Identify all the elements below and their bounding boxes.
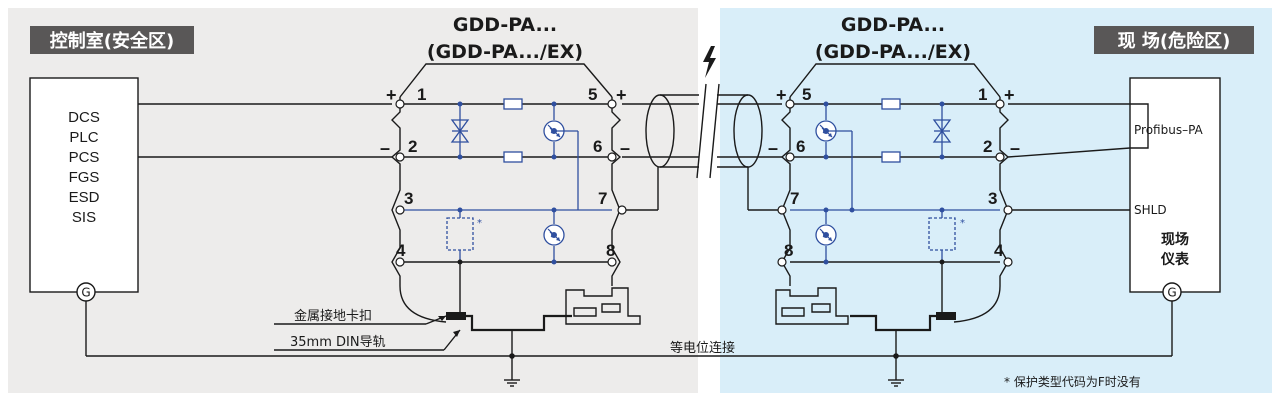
left-plus-out: + (616, 85, 627, 105)
left-terminal-5: 5 (588, 85, 597, 104)
safe-zone-label: 控制室(安全区) (50, 30, 174, 52)
left-module-title: GDD-PA... (453, 14, 557, 36)
control-system-esd: ESD (69, 189, 100, 206)
equipotential-label: 等电位连接 (670, 340, 735, 356)
safe-zone-label-box (30, 26, 194, 54)
field-signal-port (1130, 103, 1149, 149)
left-terminal-3: 3 (404, 189, 413, 208)
right-terminal-8: 8 (784, 241, 793, 260)
control-system-pcs: PCS (69, 149, 100, 166)
right-terminal-7: 7 (790, 189, 799, 208)
field-ground-terminal-label: G (1167, 286, 1176, 300)
left-terminal-8: 8 (606, 241, 615, 260)
field-port-signal-label: Profibus–PA (1134, 123, 1204, 137)
rail-callout (274, 329, 461, 351)
rail-label: 35mm DIN导轨 (290, 335, 386, 350)
left-terminal-7: 7 (598, 189, 607, 208)
shielded-cable (622, 46, 782, 211)
left-terminal-4: 4 (396, 241, 406, 260)
clip-label: 金属接地卡扣 (294, 308, 372, 324)
control-system-fgs: FGS (69, 169, 100, 186)
field-port-shield-label: SHLD (1134, 203, 1167, 217)
field-device-name-line1: 现场 (1161, 232, 1189, 248)
control-system-box (29, 77, 139, 293)
left-module: * 1 2 3 4 5 6 7 8 + – + – (380, 63, 641, 332)
right-terminal-4: 4 (994, 241, 1004, 260)
control-system-sis: SIS (72, 209, 96, 226)
right-minus-out: – (1010, 138, 1020, 158)
hazard-zone-label-box (1094, 26, 1254, 54)
right-plus-out: + (1004, 85, 1015, 105)
left-terminal-2: 2 (408, 137, 417, 156)
left-module-subtitle: (GDD-PA.../EX) (427, 41, 583, 63)
control-system-plc: PLC (69, 129, 98, 146)
control-system-list: DCS PLC PCS FGS ESD SIS (68, 109, 100, 226)
right-module: * 5 6 7 8 1 2 3 4 + – + – (768, 63, 1020, 332)
left-optional-star: * (477, 218, 482, 229)
left-terminal-6: 6 (593, 137, 602, 156)
hazard-zone-label: 现 场(危险区) (1118, 30, 1231, 52)
control-system-dcs: DCS (68, 109, 100, 126)
left-plus-in: + (386, 85, 397, 105)
right-terminal-3: 3 (988, 189, 997, 208)
clip-callout (274, 315, 447, 325)
right-terminal-5: 5 (802, 85, 811, 104)
ground-terminal-label: G (81, 286, 90, 300)
equipotential-bonding (85, 301, 1173, 372)
left-minus-in: – (380, 138, 390, 158)
right-module-subtitle: (GDD-PA.../EX) (815, 41, 971, 63)
right-terminal-6: 6 (796, 137, 805, 156)
right-plus-in: + (776, 85, 787, 105)
right-optional-star: * (960, 218, 965, 229)
right-terminal-2: 2 (983, 137, 992, 156)
lightning-icon (703, 46, 716, 78)
footnote: * 保护类型代码为F时没有 (1004, 374, 1141, 389)
left-terminal-1: 1 (417, 85, 426, 104)
right-terminal-1: 1 (978, 85, 987, 104)
right-minus-in: – (768, 138, 778, 158)
right-module-title: GDD-PA... (841, 14, 945, 36)
left-minus-out: – (620, 138, 630, 158)
field-device-name-line2: 仪表 (1160, 251, 1190, 268)
